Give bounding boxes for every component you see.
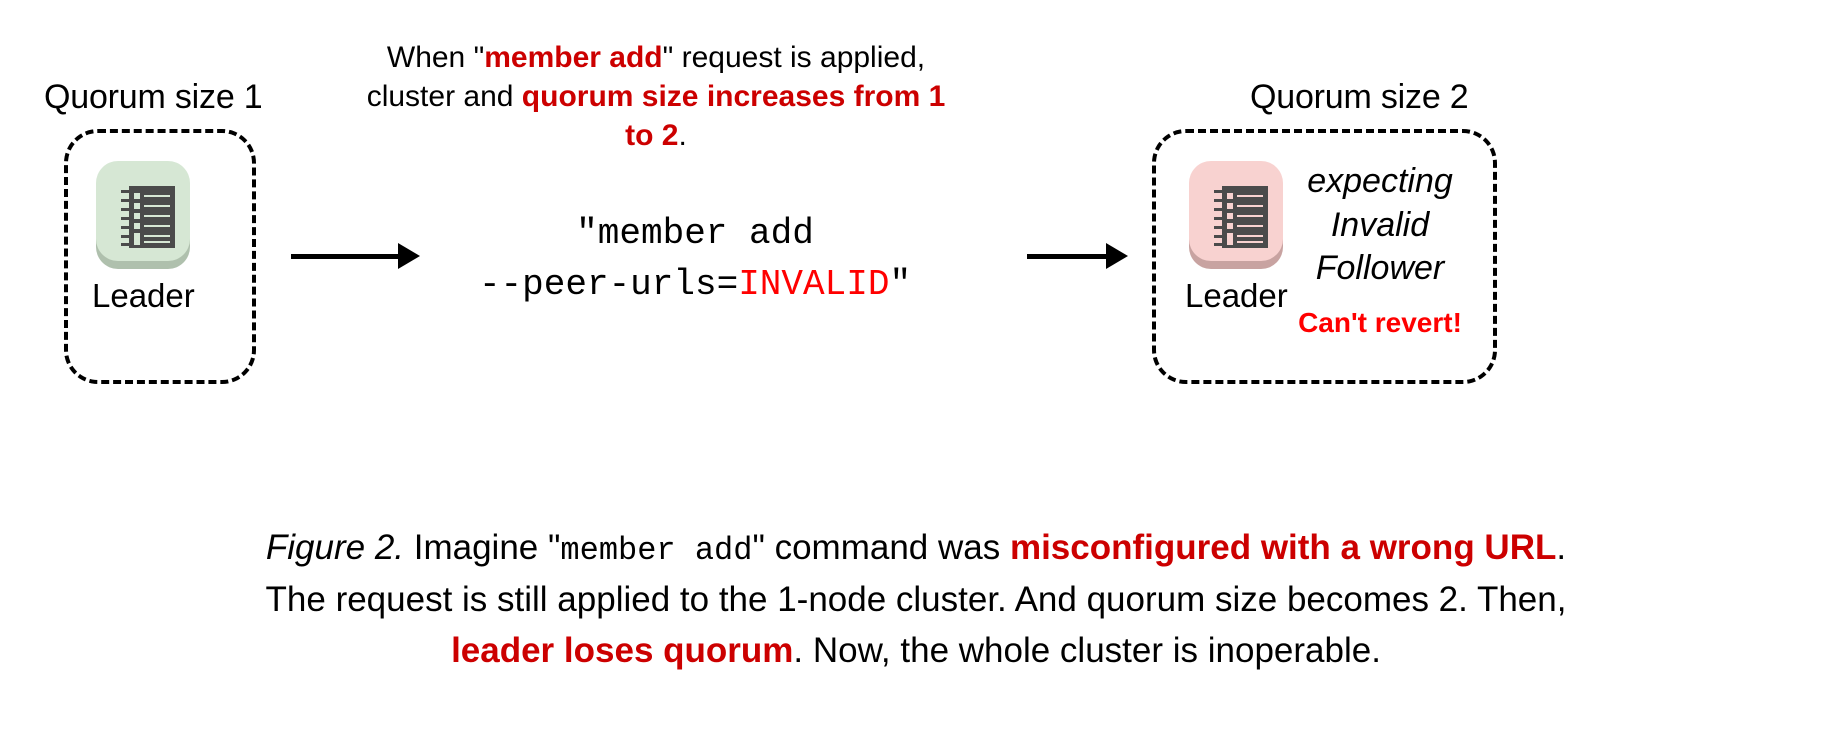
arrow-head-icon (398, 243, 420, 269)
command-flag: --peer-urls= (478, 264, 739, 306)
caption-emphasis-misconfigured: misconfigured with a wrong URL (1009, 528, 1557, 567)
annotation-emphasis-member-add: member add (484, 41, 663, 74)
icon-tile (96, 161, 191, 261)
annotation-part3: . (678, 119, 687, 152)
right-cluster-status: expecting Invalid Follower Can't revert! (1272, 160, 1488, 339)
right-node-label: Leader (1185, 277, 1288, 314)
top-annotation: When "member add" request is applied, cl… (366, 38, 946, 155)
annotation-part1: When " (386, 41, 485, 74)
left-node-label: Leader (92, 277, 195, 314)
right-cluster-node: Leader (1185, 155, 1288, 312)
command-line-1: "member add (576, 213, 814, 254)
caption-text-2: " command was (752, 528, 1010, 567)
caption-command-mono: member add (560, 532, 753, 569)
status-warning-badge: Can't revert! (1298, 306, 1462, 338)
left-cluster-node: Leader (92, 155, 195, 312)
server-rack (1214, 186, 1269, 248)
caption-line-3: leader loses quorum. Now, the whole clus… (40, 625, 1792, 676)
caption-line-2: The request is still applied to the 1-no… (265, 580, 1567, 620)
status-line-2: Invalid (1330, 205, 1430, 244)
caption-text-4: . Now, the whole cluster is inoperable. (793, 631, 1381, 671)
annotation-emphasis-quorum-increase: quorum size increases from 1 to 2 (521, 80, 946, 152)
command-closing-quote: " (889, 264, 912, 306)
figure-label: Figure 2. (265, 528, 405, 567)
figure-caption: Figure 2. Imagine "member add" command w… (40, 522, 1792, 677)
caption-text-1: Imagine " (404, 528, 561, 567)
right-cluster-heading: Quorum size 2 (1250, 78, 1469, 116)
arrow-command-to-right (1027, 243, 1128, 269)
left-cluster-heading: Quorum size 1 (44, 78, 263, 116)
server-node-icon (1186, 155, 1286, 273)
left-cluster-boundary (64, 129, 256, 384)
command-text: "member add --peer-urls=INVALID" (440, 208, 950, 310)
server-rack (121, 186, 176, 248)
arrow-head-icon (1106, 243, 1128, 269)
annotation-part2: " request is applied, cluster and (366, 41, 926, 113)
arrow-shaft (291, 253, 399, 259)
status-line-1: expecting (1307, 162, 1453, 200)
arrow-shaft (1027, 253, 1107, 259)
status-line-3: Follower (1315, 249, 1445, 288)
caption-text-3: . (1556, 528, 1567, 567)
caption-line-1: Figure 2. Imagine "member add" command w… (40, 522, 1792, 574)
icon-tile (1189, 161, 1284, 261)
right-cluster-boundary (1152, 129, 1497, 384)
command-invalid-value: INVALID (738, 264, 890, 306)
command-line-2: --peer-urls=INVALID" (440, 259, 950, 310)
server-node-icon (93, 155, 193, 273)
caption-emphasis-leader-loses-quorum: leader loses quorum (451, 631, 794, 671)
arrow-left-to-command (291, 243, 420, 269)
